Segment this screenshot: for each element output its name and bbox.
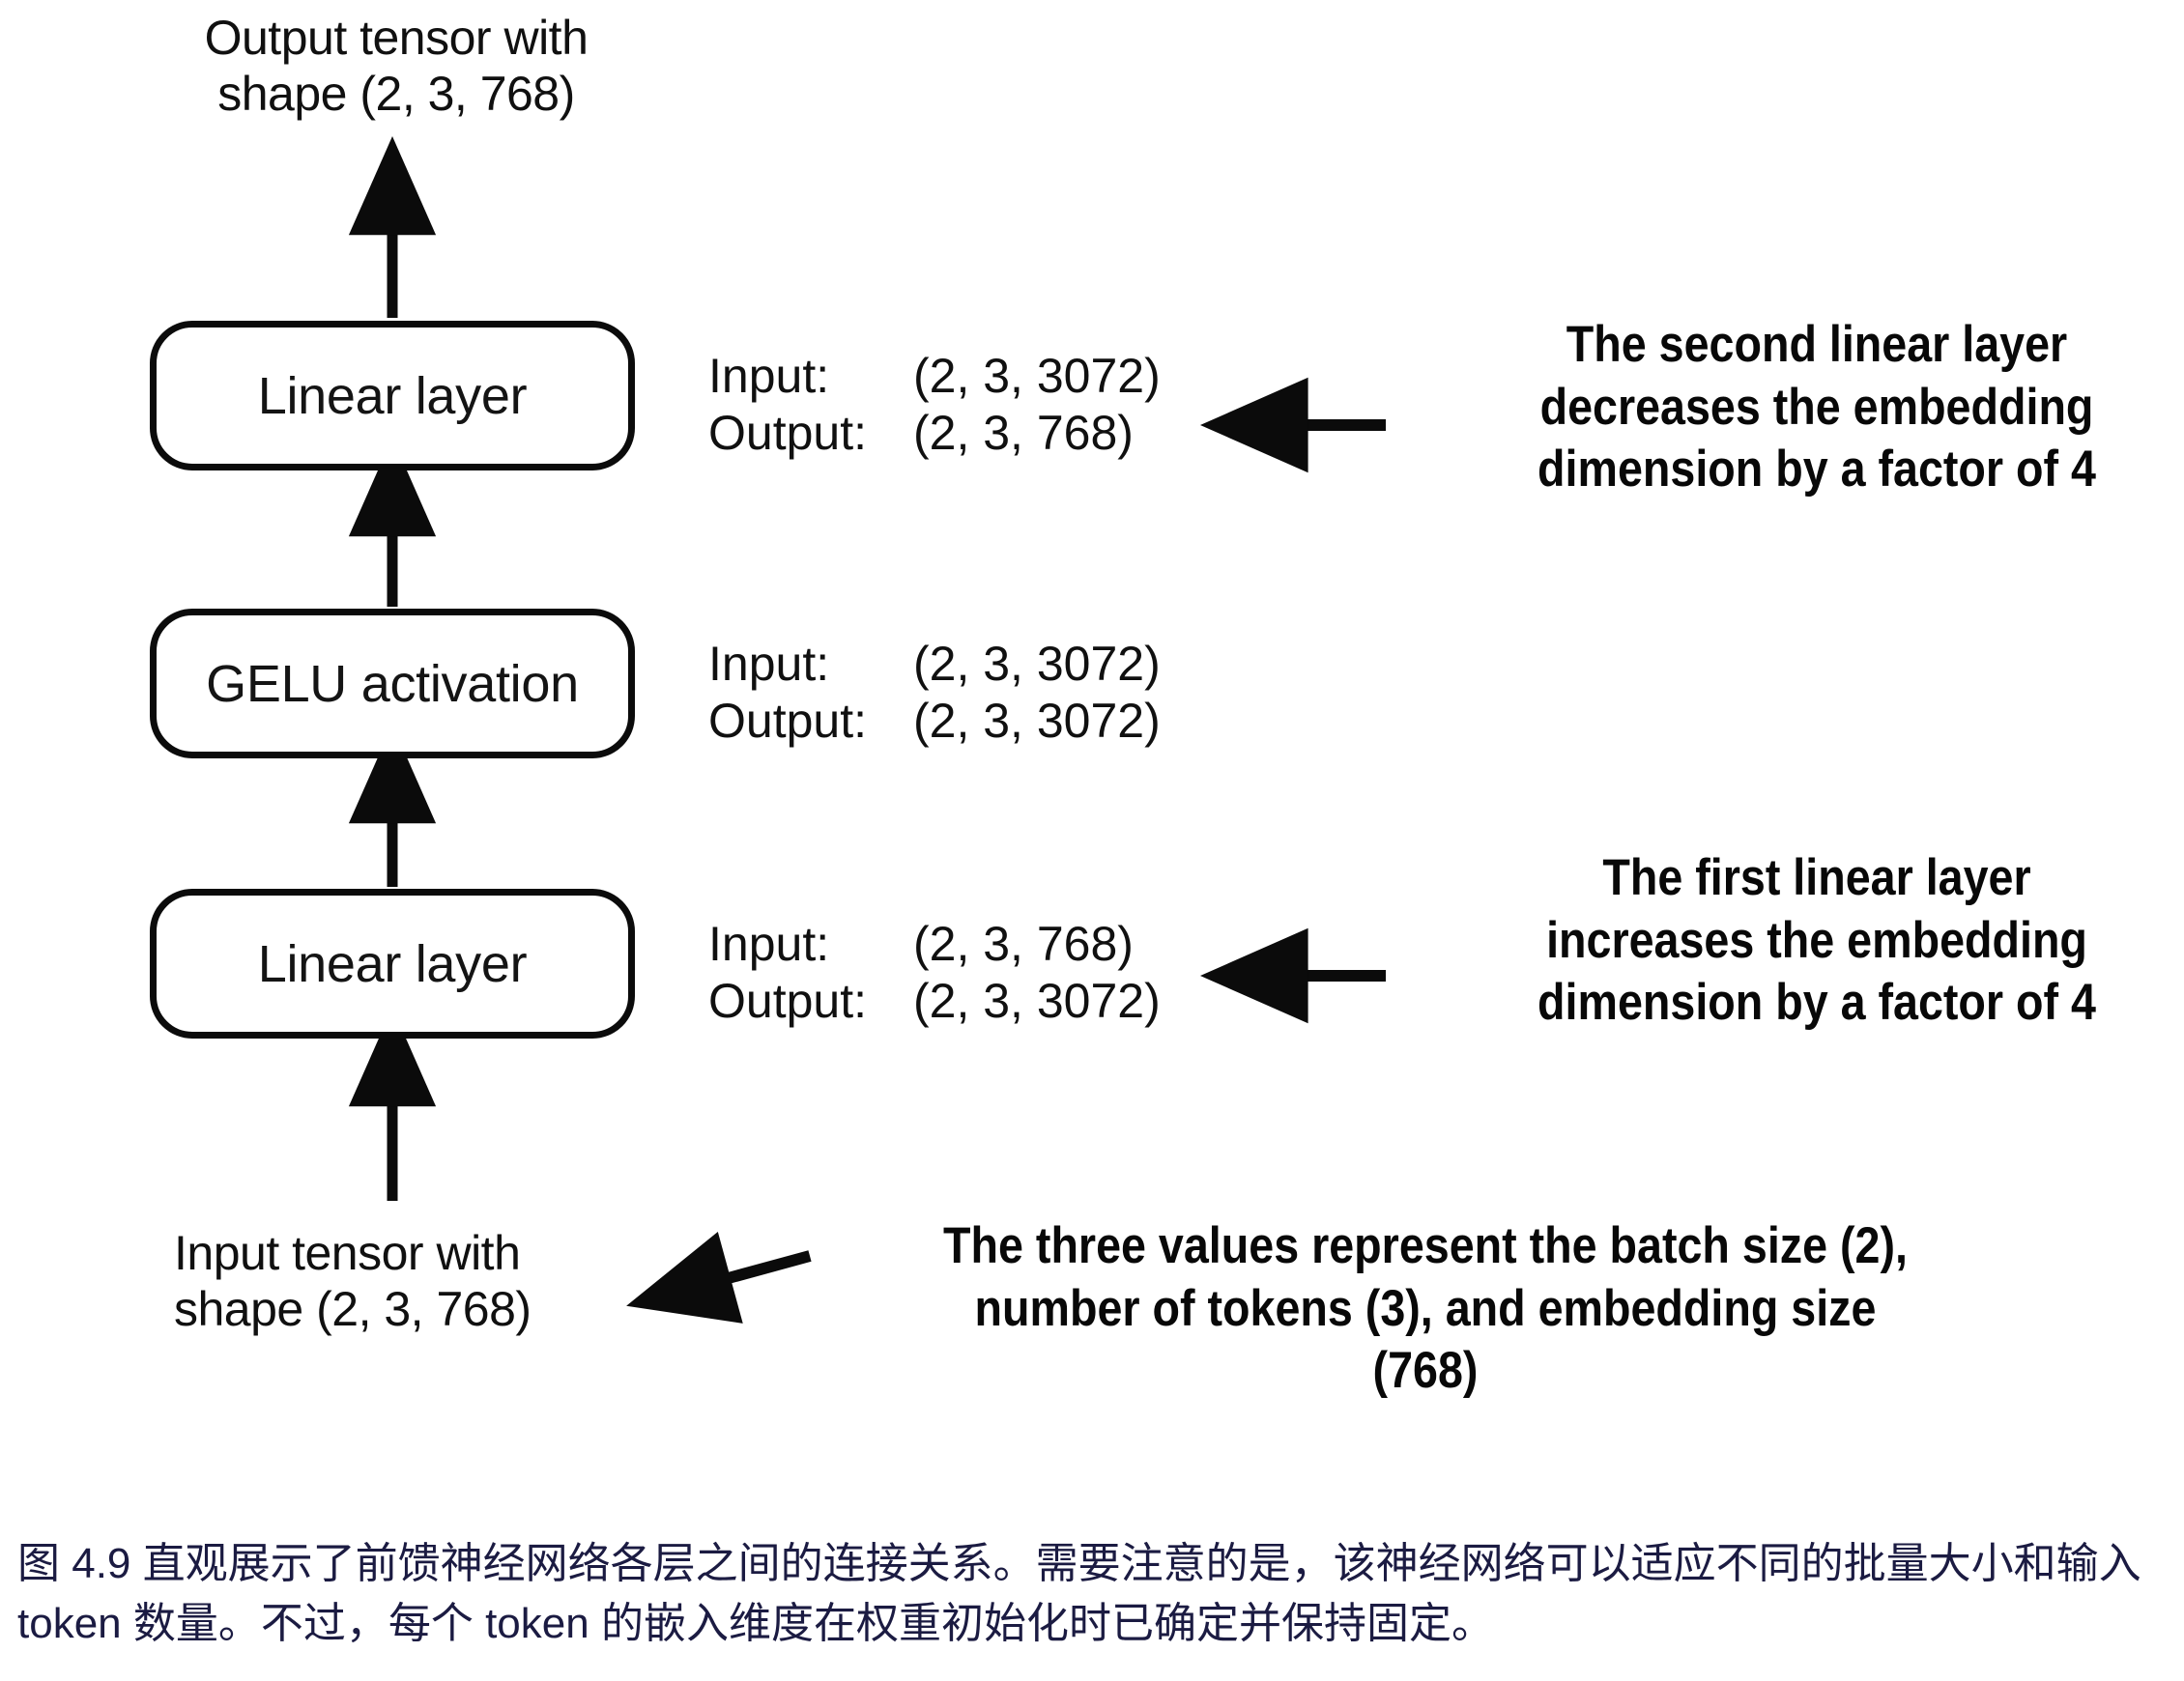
io-output-value: (2, 3, 768) (913, 406, 1134, 460)
io-input-key: Input: (708, 917, 830, 971)
annotation-line: dimension by a factor of 4 (1537, 441, 2096, 499)
io-input-key: Input: (708, 637, 830, 691)
io-output-value: (2, 3, 3072) (913, 974, 1161, 1028)
arrow-to-input-tensor (626, 1231, 812, 1324)
annotation-arrows (626, 377, 1386, 1324)
node-linear-layer-first-label: Linear layer (257, 934, 528, 993)
input-tensor-label: Input tensor with shape (2, 3, 768) (174, 1226, 532, 1336)
annotation-line: (768) (1372, 1342, 1479, 1400)
annotation-second-linear-layer: The second linear layer decreases the em… (1510, 314, 2123, 501)
io-spec-linear-first: Input: (2, 3, 768) Output: (2, 3, 3072) (708, 916, 1161, 1030)
node-gelu-activation-label: GELU activation (206, 654, 579, 713)
annotation-first-linear-layer: The first linear layer increases the emb… (1510, 847, 2123, 1035)
io-input-value: (2, 3, 3072) (913, 637, 1161, 691)
annotation-line: increases the embedding (1546, 911, 2087, 969)
io-spec-gelu: Input: (2, 3, 3072) Output: (2, 3, 3072) (708, 636, 1161, 750)
io-spec-linear-second-output: Output: (2, 3, 768) (708, 405, 1161, 462)
io-output-key: Output: (708, 974, 867, 1028)
io-spec-gelu-output: Output: (2, 3, 3072) (708, 693, 1161, 750)
annotation-three-values: The three values represent the batch siz… (876, 1215, 1973, 1403)
annotation-line: decreases the embedding (1539, 378, 2094, 436)
io-spec-gelu-input: Input: (2, 3, 3072) (708, 636, 1161, 693)
node-linear-layer-first[interactable]: Linear layer (150, 889, 635, 1039)
io-output-value: (2, 3, 3072) (913, 694, 1161, 748)
output-tensor-label: Output tensor with shape (2, 3, 768) (204, 11, 589, 121)
annotation-line: dimension by a factor of 4 (1537, 974, 2096, 1032)
io-input-key: Input: (708, 349, 830, 403)
node-gelu-activation[interactable]: GELU activation (150, 609, 635, 758)
io-spec-linear-first-input: Input: (2, 3, 768) (708, 916, 1161, 973)
annotation-line: number of tokens (3), and embedding size (974, 1279, 1877, 1337)
io-spec-linear-first-output: Output: (2, 3, 3072) (708, 973, 1161, 1030)
io-spec-linear-second-input: Input: (2, 3, 3072) (708, 348, 1161, 405)
figure-caption: 图 4.9 直观展示了前馈神经网络各层之间的连接关系。需要注意的是，该神经网络可… (17, 1540, 2141, 1648)
io-input-value: (2, 3, 768) (913, 917, 1134, 971)
io-output-key: Output: (708, 406, 867, 460)
io-spec-linear-second: Input: (2, 3, 3072) Output: (2, 3, 768) (708, 348, 1161, 462)
io-input-value: (2, 3, 3072) (913, 349, 1161, 403)
annotation-line: The second linear layer (1566, 316, 2068, 373)
node-linear-layer-second-label: Linear layer (257, 366, 528, 425)
io-output-key: Output: (708, 694, 867, 748)
node-linear-layer-second[interactable]: Linear layer (150, 321, 635, 470)
annotation-line: The first linear layer (1602, 849, 2031, 906)
annotation-line: The three values represent the batch siz… (943, 1217, 1908, 1274)
